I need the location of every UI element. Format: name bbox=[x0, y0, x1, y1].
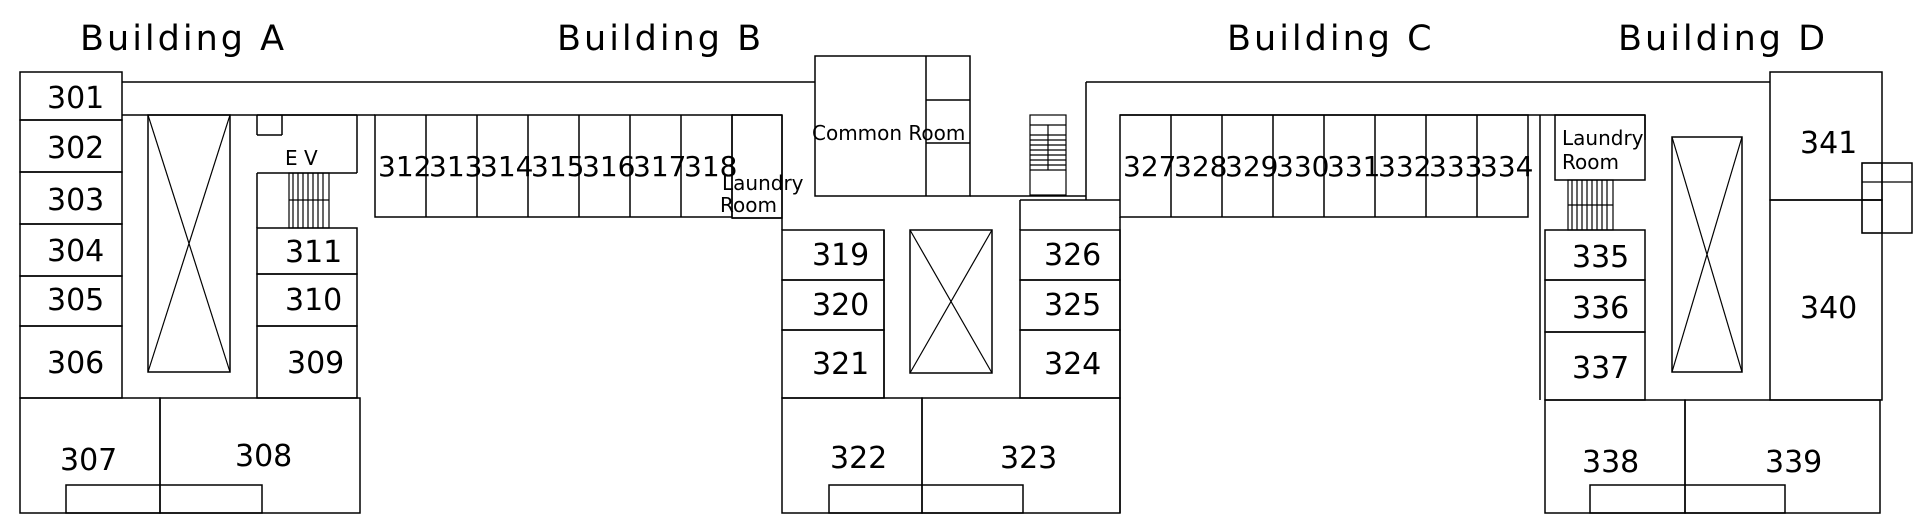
building-c-label: Building C bbox=[1227, 19, 1435, 59]
room-304-label: 304 bbox=[47, 234, 104, 269]
laundry-b-label-2: Room bbox=[720, 193, 777, 217]
room-310-label: 310 bbox=[285, 283, 342, 318]
room-319-label: 319 bbox=[812, 238, 869, 273]
room-320-label: 320 bbox=[812, 288, 869, 323]
room-333-label: 333 bbox=[1429, 150, 1482, 183]
room-341-label: 341 bbox=[1800, 126, 1857, 161]
room-332-label: 332 bbox=[1378, 150, 1431, 183]
room-339-label: 339 bbox=[1765, 445, 1822, 480]
balcony-d bbox=[1861, 162, 1913, 234]
room-314-label: 314 bbox=[480, 150, 533, 183]
room-328-label: 328 bbox=[1174, 150, 1227, 183]
room-309-label: 309 bbox=[287, 346, 344, 381]
room-325-label: 325 bbox=[1044, 288, 1101, 323]
room-301-label: 301 bbox=[47, 81, 104, 116]
laundry-d-label-2: Room bbox=[1562, 150, 1619, 174]
building-c bbox=[1119, 114, 1529, 513]
laundry-room-b bbox=[731, 114, 783, 219]
room-330-label: 330 bbox=[1276, 150, 1329, 183]
room-316-label: 316 bbox=[582, 150, 635, 183]
room-302-label: 302 bbox=[47, 131, 104, 166]
building-d: Laundry Room bbox=[1544, 71, 1913, 514]
room-324-label: 324 bbox=[1044, 347, 1101, 382]
stairs-d-icon bbox=[1567, 179, 1614, 231]
room-317-label: 317 bbox=[633, 150, 686, 183]
room-308-label: 308 bbox=[235, 439, 292, 474]
stairs-center-icon bbox=[1029, 114, 1067, 196]
room-315-label: 315 bbox=[531, 150, 584, 183]
room-305-label: 305 bbox=[47, 283, 104, 318]
room-326-label: 326 bbox=[1044, 238, 1101, 273]
building-d-label: Building D bbox=[1618, 19, 1828, 59]
room-321-label: 321 bbox=[812, 347, 869, 382]
light-well-center bbox=[909, 229, 993, 374]
room-311-label: 311 bbox=[285, 235, 342, 270]
room-labels: 301 302 303 304 305 306 307 308 309 310 … bbox=[47, 81, 1857, 480]
room-336-label: 336 bbox=[1572, 291, 1629, 326]
common-room: Common Room bbox=[812, 55, 1086, 197]
room-323-label: 323 bbox=[1000, 441, 1057, 476]
room-329-label: 329 bbox=[1225, 150, 1278, 183]
laundry-d-label-1: Laundry bbox=[1562, 126, 1644, 150]
building-a-label: Building A bbox=[80, 19, 287, 59]
room-335-label: 335 bbox=[1572, 240, 1629, 275]
common-room-label: Common Room bbox=[812, 121, 965, 145]
room-337-label: 337 bbox=[1572, 351, 1629, 386]
room-327-label: 327 bbox=[1123, 150, 1176, 183]
room-303-label: 303 bbox=[47, 183, 104, 218]
room-307-label: 307 bbox=[60, 443, 117, 478]
room-340-label: 340 bbox=[1800, 291, 1857, 326]
room-318-label: 318 bbox=[684, 150, 737, 183]
room-331-label: 331 bbox=[1327, 150, 1380, 183]
room-338-label: 338 bbox=[1582, 445, 1639, 480]
building-b: Laundry Room bbox=[374, 114, 804, 219]
light-well-a bbox=[147, 114, 231, 373]
room-313-label: 313 bbox=[429, 150, 482, 183]
stairs-a-icon bbox=[288, 172, 330, 229]
room-306-label: 306 bbox=[47, 346, 104, 381]
room-312-label: 312 bbox=[378, 150, 431, 183]
building-a: E V bbox=[19, 71, 361, 514]
room-334-label: 334 bbox=[1480, 150, 1533, 183]
light-well-d bbox=[1671, 136, 1743, 373]
room-322-label: 322 bbox=[830, 441, 887, 476]
building-b-label: Building B bbox=[557, 19, 764, 59]
elevator-label: E V bbox=[285, 146, 318, 170]
laundry-b-label-1: Laundry bbox=[722, 171, 804, 195]
